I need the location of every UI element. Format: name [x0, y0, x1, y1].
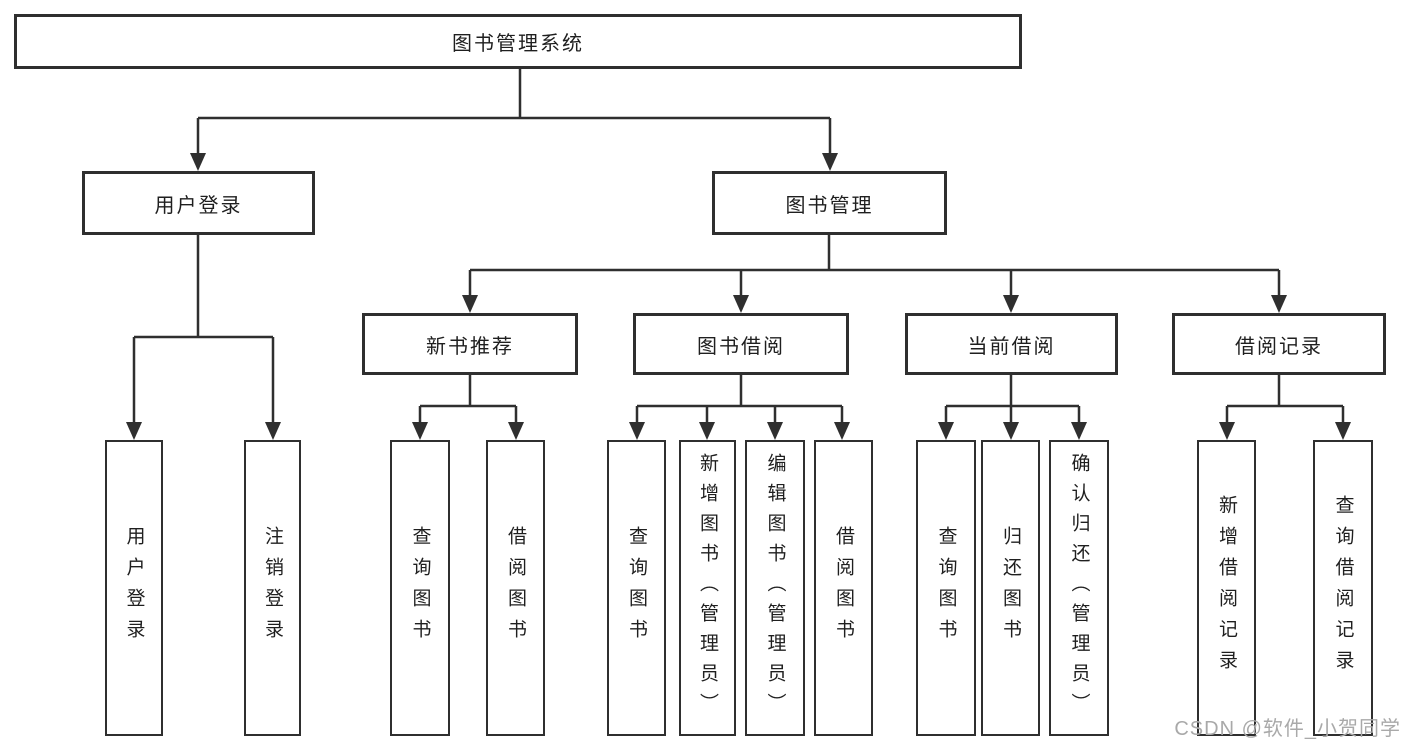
node-logout: 注销登录: [244, 440, 301, 736]
node-user-login-leaf: 用户登录: [105, 440, 163, 736]
node-new-book-recommend: 新书推荐: [362, 313, 578, 375]
node-label: 图书借阅: [697, 335, 785, 358]
node-label: 借阅图书: [833, 526, 854, 650]
node-label: 当前借阅: [967, 335, 1056, 358]
node-borrow-books: 借阅图书: [814, 440, 873, 736]
node-label: 查询借阅记录: [1332, 495, 1354, 681]
node-return-books: 归还图书: [981, 440, 1040, 736]
arrowheads: [126, 153, 1351, 440]
node-root-system: 图书管理系统: [14, 14, 1022, 69]
node-label: 用户登录: [123, 526, 145, 650]
node-label: 查询图书: [626, 526, 647, 650]
node-label: 确认归还（管理员）: [1068, 453, 1090, 723]
node-label: 图书管理系统: [452, 33, 584, 55]
node-edit-books-admin: 编辑图书（管理员）: [745, 440, 805, 736]
node-user-login: 用户登录: [82, 171, 315, 235]
node-label: 借阅图书: [505, 526, 526, 650]
csdn-watermark: CSDN @软件_小贺同学: [1174, 718, 1401, 740]
node-label: 新增借阅记录: [1216, 495, 1237, 681]
connector-strokes: [132, 69, 1345, 425]
node-label: 注销登录: [262, 526, 283, 650]
node-borrow-records: 借阅记录: [1172, 313, 1386, 375]
node-book-borrow: 图书借阅: [633, 313, 849, 375]
node-query-books-current: 查询图书: [916, 440, 976, 736]
node-label: 归还图书: [1000, 526, 1021, 650]
node-label: 新增图书（管理员）: [697, 453, 718, 723]
node-book-management: 图书管理: [712, 171, 947, 235]
node-query-books-borrow: 查询图书: [607, 440, 666, 736]
node-query-borrow-record: 查询借阅记录: [1313, 440, 1373, 736]
node-query-books-recommend: 查询图书: [390, 440, 450, 736]
node-label: 查询图书: [409, 526, 431, 650]
node-label: 用户登录: [154, 194, 243, 217]
node-current-borrow: 当前借阅: [905, 313, 1118, 375]
node-label: 借阅记录: [1235, 335, 1323, 358]
node-label: 查询图书: [935, 526, 957, 650]
node-label: 图书管理: [785, 194, 874, 217]
node-borrow-books-recommend: 借阅图书: [486, 440, 545, 736]
node-add-borrow-record: 新增借阅记录: [1197, 440, 1256, 736]
node-label: 编辑图书（管理员）: [764, 453, 786, 723]
node-add-books-admin: 新增图书（管理员）: [679, 440, 736, 736]
node-label: 新书推荐: [426, 335, 514, 358]
node-confirm-return-admin: 确认归还（管理员）: [1049, 440, 1109, 736]
